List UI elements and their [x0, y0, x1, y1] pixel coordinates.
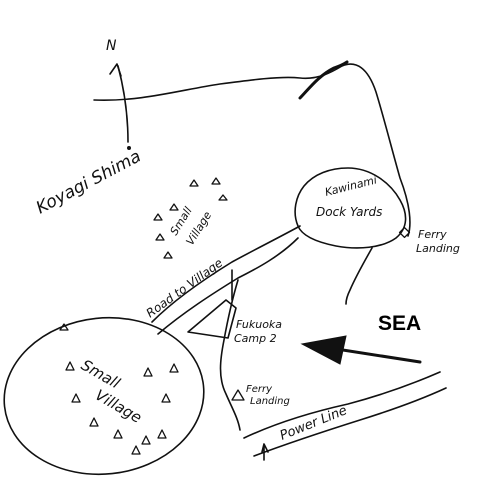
- camp-label-line1: Fukuoka: [236, 318, 282, 331]
- dock-yards-line1: Kawinami: [324, 173, 379, 198]
- island-label: Koyagi Shima: [33, 146, 144, 218]
- south-shore: [243, 371, 441, 439]
- power-line-label: Power Line: [278, 403, 349, 444]
- ferry-landing-right-line2: Landing: [416, 242, 460, 255]
- sea-label: SEA: [378, 312, 421, 335]
- village-oval: [3, 316, 205, 476]
- ferry-landing-right-line1: Ferry: [418, 228, 447, 241]
- ferry-landing-marker: [398, 226, 411, 239]
- camp-label-line2: Camp 2: [234, 332, 277, 345]
- road-line-north: [151, 225, 301, 323]
- north-coastline-bold: [298, 60, 349, 100]
- hut-icon-group-top: [153, 177, 228, 259]
- south-shore-lower: [253, 387, 447, 457]
- north-label: N: [106, 38, 117, 54]
- east-coastline: [345, 247, 373, 305]
- dock-yards-line2: Dock Yards: [316, 205, 382, 219]
- ferry-landing-lower-line1: Ferry: [246, 384, 273, 395]
- west-shore-camp: [219, 279, 241, 431]
- power-line-tower: [261, 443, 269, 461]
- ferry-landing-lower-marker: [231, 389, 245, 401]
- dock-yard-outline: [294, 167, 407, 249]
- road-line-south: [157, 237, 299, 335]
- ferry-landing-lower-line2: Landing: [250, 396, 290, 407]
- hut-icon-group-bottom: [59, 323, 179, 455]
- small-village-bottom-line2: Village: [92, 386, 145, 427]
- arrow-left-icon: [300, 335, 422, 365]
- camp-building: [187, 299, 237, 339]
- north-arrow-icon: [109, 63, 131, 150]
